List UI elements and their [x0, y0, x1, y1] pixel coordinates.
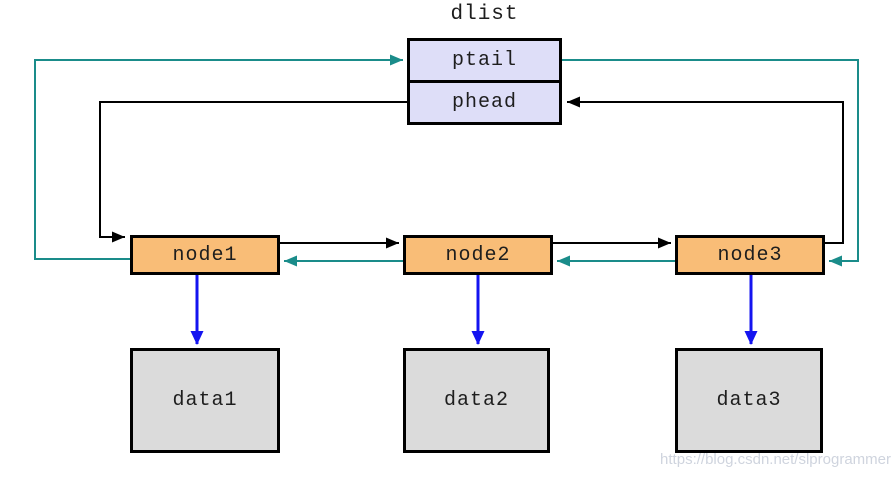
- data2-label: data2: [443, 389, 509, 412]
- node3-box: node3: [675, 235, 825, 275]
- data3-box: data3: [675, 348, 823, 453]
- node1-label: node1: [172, 243, 238, 267]
- phead-label: phead: [451, 91, 517, 114]
- node3-label: node3: [717, 243, 783, 267]
- data3-label: data3: [716, 389, 782, 412]
- ptail-label: ptail: [451, 49, 517, 72]
- prev-arrow-node1-to-ptail: [34, 54, 403, 260]
- watermark-text: https://blog.csdn.net/slprogrammer: [660, 451, 891, 468]
- phead-cell: phead: [410, 83, 559, 122]
- node2-label: node2: [445, 243, 511, 267]
- data1-label: data1: [172, 389, 238, 412]
- prev-arrow-ptail-to-node3: [562, 59, 859, 267]
- data2-box: data2: [403, 348, 550, 453]
- dlist-struct-box: ptail phead: [407, 38, 562, 125]
- node2-box: node2: [403, 235, 553, 275]
- ptail-cell: ptail: [410, 41, 559, 83]
- diagram-title: dlist: [450, 3, 519, 26]
- next-arrow-phead-to-node1: [99, 101, 407, 243]
- data1-box: data1: [130, 348, 280, 453]
- node1-box: node1: [130, 235, 280, 275]
- next-arrow-node3-to-phead: [567, 96, 844, 244]
